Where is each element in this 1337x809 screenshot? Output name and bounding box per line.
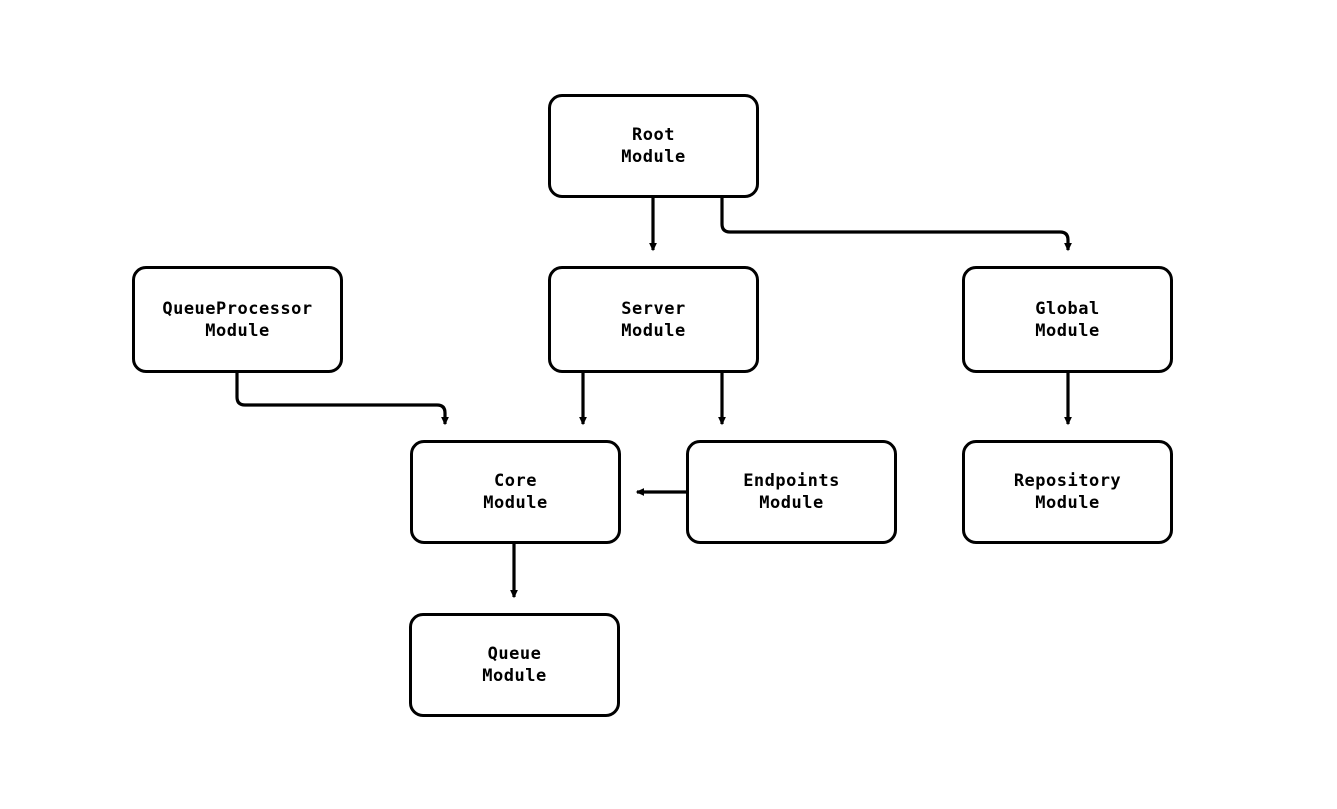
node-server-module[interactable]: Server Module bbox=[548, 266, 759, 373]
edge-root-to-global bbox=[720, 198, 1072, 252]
node-global-module[interactable]: Global Module bbox=[962, 266, 1173, 373]
node-root-module[interactable]: Root Module bbox=[548, 94, 759, 198]
node-global-module-label: Global Module bbox=[1035, 298, 1100, 341]
node-queueprocessor-module-label: QueueProcessor Module bbox=[162, 298, 313, 341]
node-queue-module-label: Queue Module bbox=[482, 644, 547, 686]
node-repository-module-label: Repository Module bbox=[1013, 471, 1122, 513]
node-endpoints-module-label: Endpoints Module bbox=[743, 471, 840, 513]
node-core-module[interactable]: Core Module bbox=[410, 440, 621, 544]
node-endpoints-module[interactable]: Endpoints Module bbox=[686, 440, 897, 544]
node-server-module-label: Server Module bbox=[621, 298, 686, 341]
node-queueprocessor-module[interactable]: QueueProcessor Module bbox=[132, 266, 343, 373]
node-queue-module[interactable]: Queue Module bbox=[409, 613, 620, 717]
node-core-module-label: Core Module bbox=[483, 471, 548, 513]
node-repository-module[interactable]: Repository Module bbox=[962, 440, 1173, 544]
node-root-module-label: Root Module bbox=[621, 125, 686, 167]
edge-queueprocessor-to-core bbox=[235, 373, 449, 426]
